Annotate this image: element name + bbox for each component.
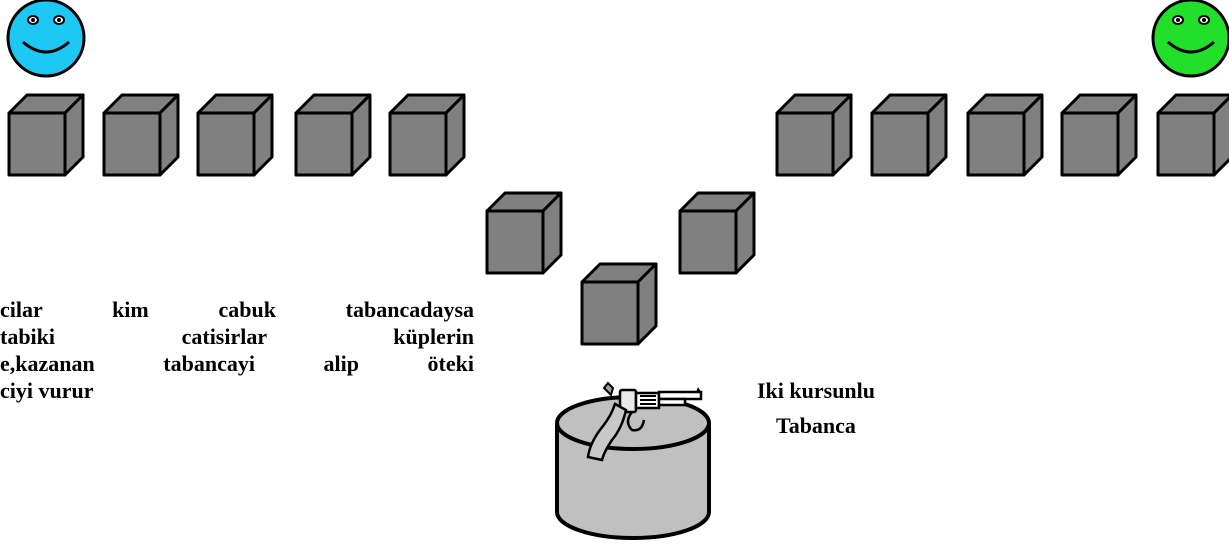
- rules-line: ciyi vurur: [0, 378, 94, 403]
- cube-icon: [388, 93, 466, 177]
- pistol-label: Iki kursunlu Tabanca: [716, 373, 916, 443]
- cube-icon: [580, 262, 658, 346]
- cylinder-pedestal-icon: [555, 395, 711, 540]
- rules-line: cilar kim cabuk tabancadaysa: [0, 297, 474, 322]
- revolver-icon: [586, 381, 703, 462]
- cube-icon: [966, 93, 1044, 177]
- cube-icon: [1060, 93, 1138, 177]
- pistol-label-line-2: Tabanca: [776, 413, 856, 438]
- cube-group: [7, 93, 1229, 346]
- cube-icon: [678, 191, 756, 275]
- cube-icon: [102, 93, 180, 177]
- cube-icon: [775, 93, 853, 177]
- cube-icon: [196, 93, 274, 177]
- rules-line: tabiki catisirlar küplerin: [0, 324, 474, 349]
- cube-icon: [294, 93, 372, 177]
- cube-icon: [1156, 93, 1229, 177]
- right-player-smiley-icon: [1151, 0, 1229, 78]
- rules-text: cilar kim cabuk tabancadaysa tabiki cati…: [0, 296, 474, 404]
- cube-icon: [485, 191, 563, 275]
- cube-icon: [7, 93, 85, 177]
- rules-line: e,kazanan tabancayi alip öteki: [0, 351, 474, 376]
- pistol-label-line-1: Iki kursunlu: [756, 378, 876, 403]
- left-player-smiley-icon: [6, 0, 86, 78]
- cube-icon: [870, 93, 948, 177]
